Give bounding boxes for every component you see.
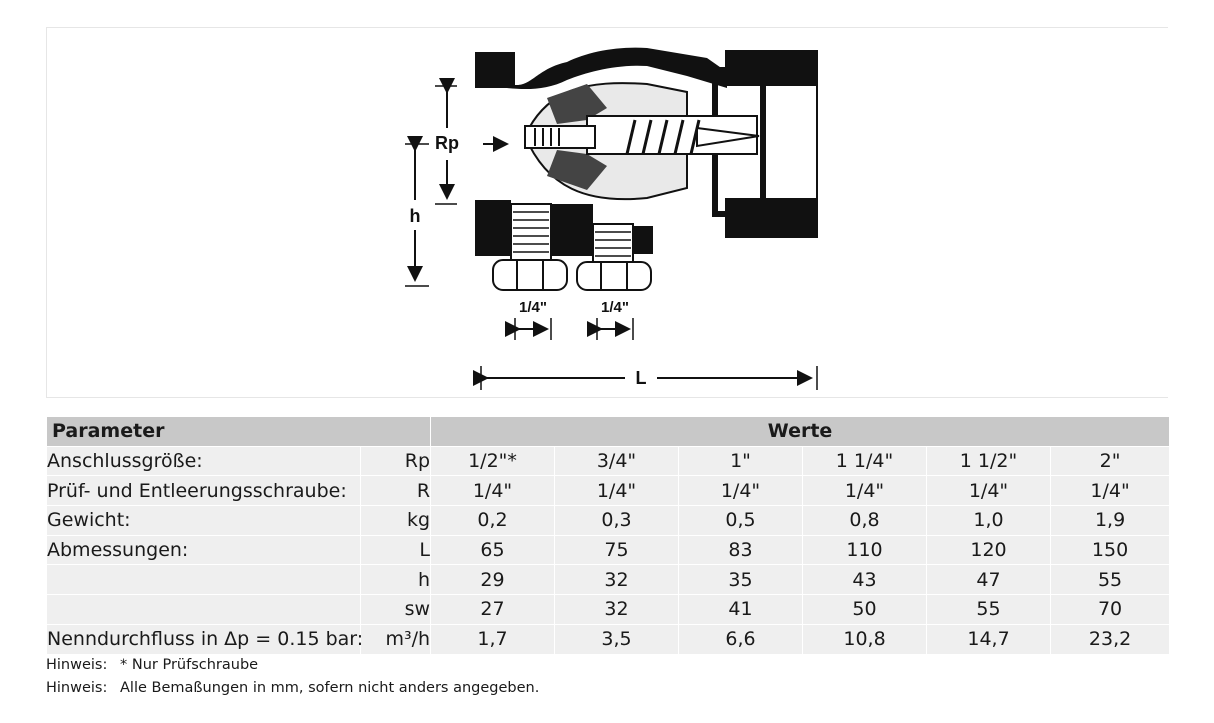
parameter-header: Parameter <box>45 416 432 447</box>
unit-cell: L <box>359 534 432 566</box>
value-cell: 110 <box>802 534 928 566</box>
rp-label: Rp <box>435 133 459 153</box>
value-cell: 55 <box>1050 564 1171 596</box>
valve-cross-section-drawing: Rp h 1/4" 1/4" L <box>405 47 818 390</box>
valve-body-top <box>475 47 727 90</box>
value-cell: 29 <box>430 564 556 596</box>
value-cell: 23,2 <box>1050 623 1171 655</box>
value-cell: 1 1/2" <box>926 445 1052 477</box>
values-header: Werte <box>430 416 1171 447</box>
unit-cell: m³/h <box>359 623 432 655</box>
note-row: Hinweis: Alle Bemaßungen in mm, sofern ni… <box>46 677 539 700</box>
value-cell: 1,0 <box>926 505 1052 536</box>
value-cell: 1/4" <box>430 475 556 507</box>
value-cell: 3,5 <box>554 623 680 655</box>
value-cell: 6,6 <box>678 623 804 655</box>
value-cell: 1/4" <box>1050 475 1171 507</box>
value-cell: 0,8 <box>802 505 928 536</box>
value-cell: 1/4" <box>802 475 928 507</box>
port-left-size-label: 1/4" <box>519 299 547 316</box>
l-label: L <box>636 368 647 388</box>
note-label: Hinweis: <box>46 657 108 673</box>
value-cell: 1 1/4" <box>802 445 928 477</box>
value-cell: 2" <box>1050 445 1171 477</box>
unit-cell: kg <box>359 505 432 536</box>
parameter-cell: Abmessungen: <box>46 534 361 566</box>
value-cell: 83 <box>678 534 804 566</box>
note-text: * Nur Prüfschraube <box>120 657 259 673</box>
unit-cell: Rp <box>359 445 432 477</box>
technical-drawing-panel: Rp h 1/4" 1/4" L <box>46 27 1168 398</box>
port-right-size-label: 1/4" <box>601 299 629 316</box>
inlet-left-bottom <box>475 200 511 256</box>
value-cell: 65 <box>430 534 556 566</box>
port-left-nut <box>492 259 568 291</box>
value-cell: 1,7 <box>430 623 556 655</box>
value-cell: 1/4" <box>926 475 1052 507</box>
value-cell: 50 <box>802 594 928 625</box>
value-cell: 70 <box>1050 594 1171 625</box>
value-cell: 43 <box>802 564 928 596</box>
parameter-cell: Prüf- und Entleerungsschraube: <box>46 475 361 507</box>
value-cell: 75 <box>554 534 680 566</box>
value-cell: 0,3 <box>554 505 680 536</box>
cone-lower-seal <box>547 150 607 190</box>
unit-cell: sw <box>359 594 432 625</box>
notes-section: Hinweis: * Nur Prüfschraube Hinweis: Alle … <box>46 654 539 700</box>
value-cell: 32 <box>554 594 680 625</box>
port-right-nut <box>576 261 652 291</box>
value-cell: 1/4" <box>678 475 804 507</box>
note-label: Hinweis: <box>46 680 108 696</box>
parameter-cell: Gewicht: <box>46 505 361 536</box>
table-header-row: Parameter Werte <box>45 416 1171 447</box>
value-cell: 14,7 <box>926 623 1052 655</box>
parameter-cell <box>46 594 361 625</box>
parameter-cell: Anschlussgröße: <box>46 445 361 477</box>
valve-stem <box>696 126 760 148</box>
union-nut-bottom <box>725 198 817 238</box>
parameter-cell: Nenndurchfluss in Δp = 0.15 bar: <box>46 623 363 655</box>
value-cell: 10,8 <box>802 623 928 655</box>
value-cell: 0,5 <box>678 505 804 536</box>
value-cell: 1,9 <box>1050 505 1171 536</box>
value-cell: 120 <box>926 534 1052 566</box>
note-text: Alle Bemaßungen in mm, sofern nicht ande… <box>120 680 540 696</box>
value-cell: 1/2"* <box>430 445 556 477</box>
parameter-cell <box>46 564 361 596</box>
unit-cell: R <box>359 475 432 507</box>
port-left-body <box>510 203 552 261</box>
value-cell: 150 <box>1050 534 1171 566</box>
value-cell: 3/4" <box>554 445 680 477</box>
value-cell: 1/4" <box>554 475 680 507</box>
spring-coils <box>625 119 701 155</box>
value-cell: 1" <box>678 445 804 477</box>
h-label: h <box>410 206 421 226</box>
value-cell: 27 <box>430 594 556 625</box>
inlet-left-top <box>475 52 515 88</box>
value-cell: 41 <box>678 594 804 625</box>
note-row: Hinweis: * Nur Prüfschraube <box>46 654 539 677</box>
value-cell: 55 <box>926 594 1052 625</box>
value-cell: 35 <box>678 564 804 596</box>
drain-housing <box>551 204 593 256</box>
cone-upper-seal <box>547 84 607 124</box>
value-cell: 32 <box>554 564 680 596</box>
value-cell: 47 <box>926 564 1052 596</box>
unit-cell: h <box>359 564 432 596</box>
value-cell: 0,2 <box>430 505 556 536</box>
